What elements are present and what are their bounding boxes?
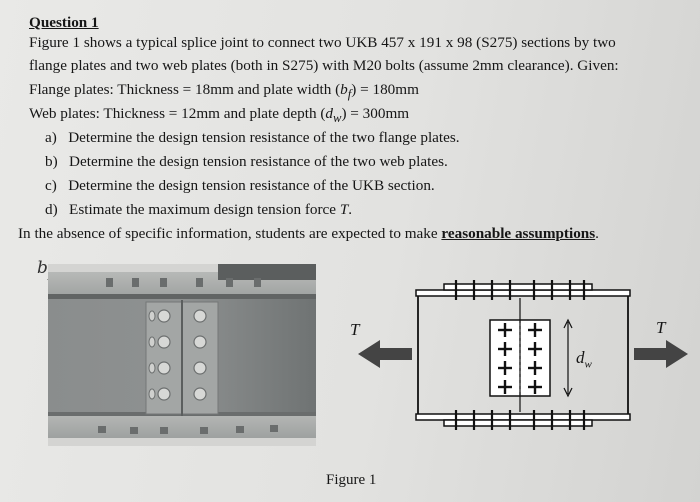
item-d-suffix: . — [348, 201, 353, 218]
note-emphasis: reasonable assumptions — [441, 225, 596, 242]
item-a-text: Determine the design tension resistance … — [68, 129, 460, 146]
left-force-arrow-icon — [358, 340, 412, 368]
item-c: c) Determine the design tension resistan… — [45, 176, 435, 195]
splice-schematic: T T dw — [350, 280, 690, 440]
flange-bolts — [454, 280, 586, 430]
item-d-marker: d) — [45, 201, 58, 218]
item-d-text: Estimate the maximum design tension forc… — [69, 201, 337, 218]
left-force-label: T — [350, 320, 360, 339]
intro-line-2: flange plates and two web plates (both i… — [29, 57, 619, 74]
web-depth-label-subscript: w — [584, 358, 592, 371]
note-before: In the absence of specific information, … — [18, 225, 442, 242]
item-d-symbol: T — [339, 201, 349, 218]
flange-spec-after: ) = 180mm — [351, 81, 419, 98]
web-depth-label: dw — [576, 348, 592, 370]
splice-joint-photo — [48, 264, 316, 446]
item-b: b) Determine the design tension resistan… — [45, 152, 448, 171]
web-depth-subscript: w — [333, 111, 342, 126]
item-b-marker: b) — [45, 153, 58, 170]
web-spec-before: Web plates: Thickness = 12mm and plate d… — [29, 105, 326, 122]
right-force-arrow-icon — [634, 340, 688, 368]
bottom-flange — [415, 413, 631, 421]
top-flange-plate — [443, 283, 593, 291]
web-depth-label-symbol: d — [576, 348, 585, 367]
flange-width-subscript: f — [347, 87, 352, 102]
item-b-text: Determine the design tension resistance … — [69, 153, 448, 170]
bottom-flange-plate — [443, 419, 593, 427]
web-plate-spec: Web plates: Thickness = 12mm and plate d… — [29, 104, 409, 128]
assumptions-note: In the absence of specific information, … — [18, 224, 599, 243]
photo-label-symbol: b — [37, 258, 48, 278]
item-a-marker: a) — [45, 129, 57, 146]
flange-width-symbol: b — [340, 81, 348, 98]
note-after: . — [595, 225, 599, 242]
item-c-text: Determine the design tension resistance … — [68, 177, 435, 194]
web-bolts — [498, 323, 542, 394]
figure-caption: Figure 1 — [326, 472, 377, 488]
web-depth-dimension — [563, 318, 573, 398]
top-flange — [415, 289, 631, 297]
item-a: a) Determine the design tension resistan… — [45, 128, 460, 147]
web-depth-symbol: d — [325, 105, 333, 122]
web-spec-after: ) = 300mm — [341, 105, 410, 122]
right-force-label: T — [656, 318, 666, 337]
flange-plate-spec: Flange plates: Thickness = 18mm and plat… — [29, 80, 419, 104]
flange-spec-before: Flange plates: Thickness = 18mm and plat… — [29, 81, 341, 98]
item-d: d) Estimate the maximum design tension f… — [45, 200, 352, 219]
question-title: Question 1 — [29, 14, 99, 31]
item-c-marker: c) — [45, 177, 57, 194]
intro-line-1: Figure 1 shows a typical splice joint to… — [29, 34, 616, 51]
